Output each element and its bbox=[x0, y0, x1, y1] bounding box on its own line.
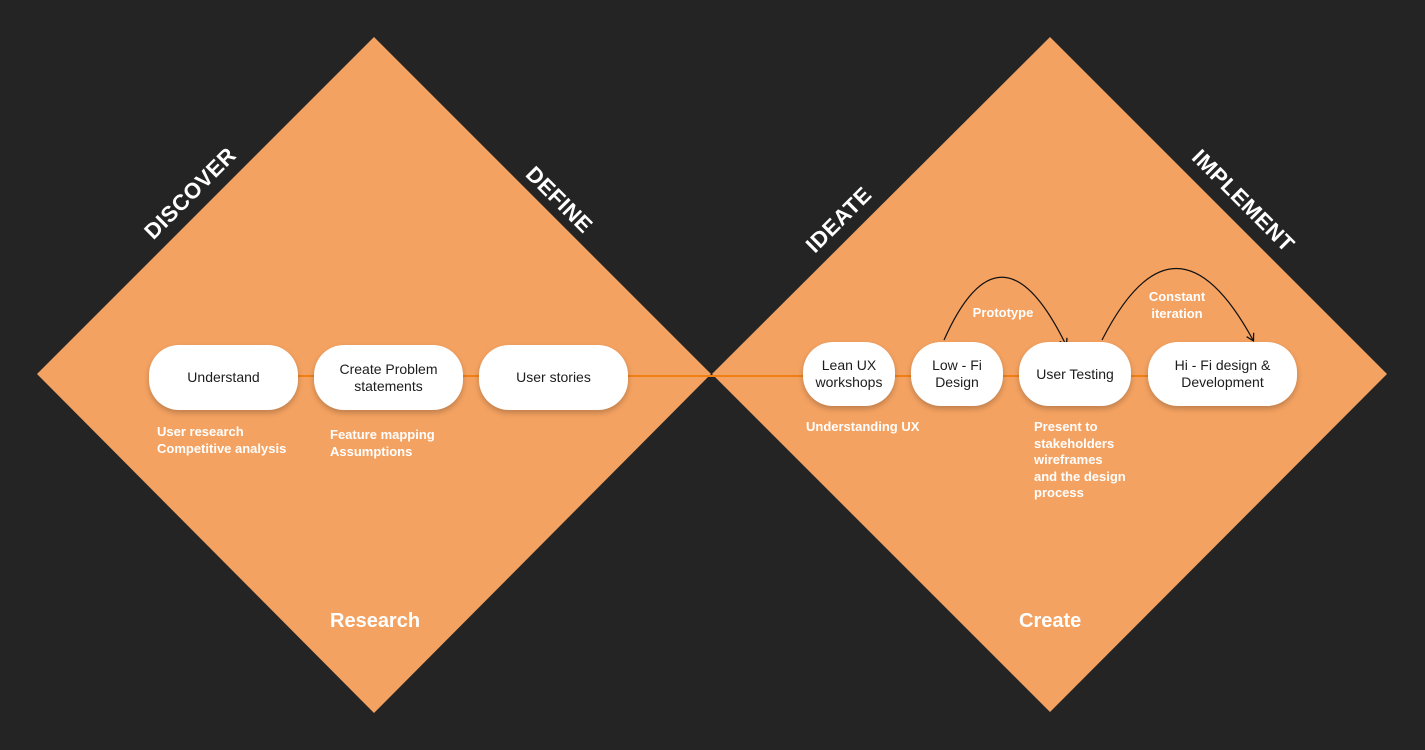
iteration-loop-arrow bbox=[1101, 268, 1255, 343]
prototype-loop-label: Prototype bbox=[972, 305, 1034, 320]
problem-statements-note: Feature mapping Assumptions bbox=[330, 427, 435, 459]
constant-iteration-loop-label: Constant iteration bbox=[1148, 289, 1206, 321]
step-understand-button[interactable]: Understand bbox=[149, 345, 298, 410]
step-lean-ux-button[interactable]: Lean UX workshops bbox=[803, 342, 895, 406]
create-section-label: Create bbox=[1019, 610, 1082, 632]
research-section-label: Research bbox=[330, 610, 421, 632]
user-testing-note: Present to stakeholders wireframes and t… bbox=[1034, 419, 1126, 500]
step-user-stories-button[interactable]: User stories bbox=[479, 345, 628, 410]
step-hi-fi-button[interactable]: Hi - Fi design & Development bbox=[1148, 342, 1297, 406]
lean-ux-note: Understanding UX bbox=[806, 419, 920, 434]
understand-note: User research Competitive analysis bbox=[157, 424, 287, 456]
step-problem-statements-button[interactable]: Create Problem statements bbox=[314, 345, 463, 410]
prototype-loop-arrow bbox=[943, 276, 1068, 348]
step-low-fi-button[interactable]: Low - Fi Design bbox=[911, 342, 1003, 406]
step-user-testing-button[interactable]: User Testing bbox=[1019, 342, 1131, 406]
